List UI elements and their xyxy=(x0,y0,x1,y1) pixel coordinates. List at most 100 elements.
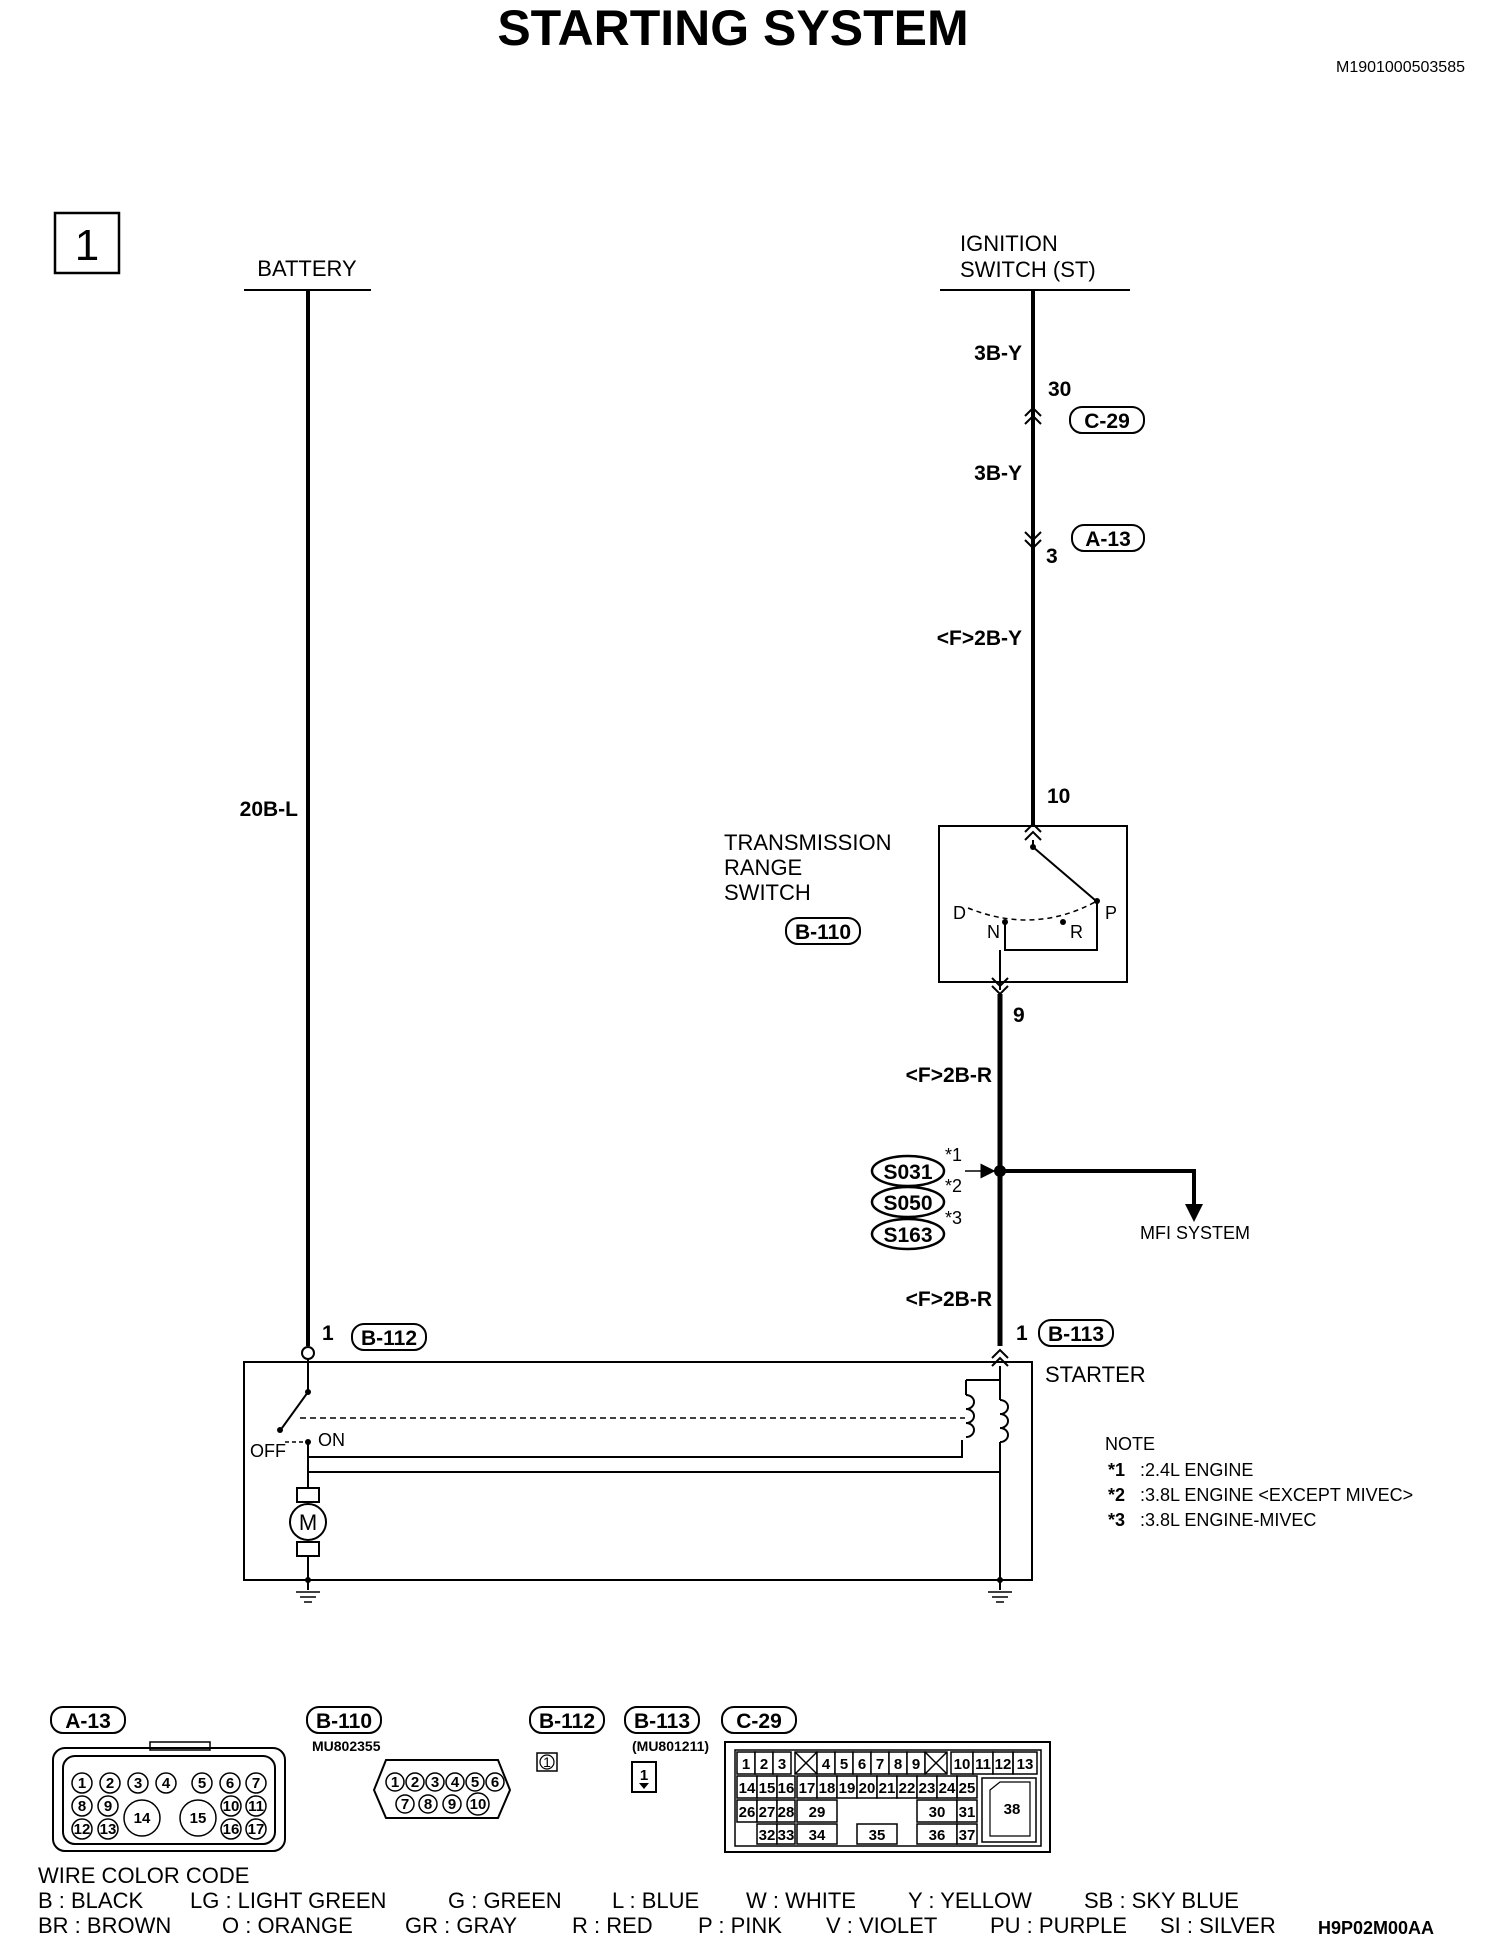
svg-text:24: 24 xyxy=(939,1780,956,1797)
b113-pin-number: 1 xyxy=(1016,1322,1028,1345)
b112-connector-label: B-112 xyxy=(361,1327,417,1350)
b112-connector-badge xyxy=(351,1323,427,1351)
svg-text:35: 35 xyxy=(869,1827,886,1844)
trs-label-line2: RANGE xyxy=(724,855,802,880)
svg-text:25: 25 xyxy=(959,1780,976,1797)
svg-text:12: 12 xyxy=(995,1756,1012,1773)
color-code-y: Y : YELLOW xyxy=(908,1888,1032,1913)
svg-text:36: 36 xyxy=(929,1827,946,1844)
ignition-label-line2: SWITCH (ST) xyxy=(960,257,1096,282)
color-code-b: B : BLACK xyxy=(38,1888,143,1913)
starter-label: STARTER xyxy=(1045,1362,1146,1387)
color-code-o: O : ORANGE xyxy=(222,1913,353,1938)
svg-text:4: 4 xyxy=(451,1774,460,1791)
ignition-label-line1: IGNITION xyxy=(960,231,1058,256)
svg-text:11: 11 xyxy=(975,1756,991,1773)
connector-view-a13-label: A-13 xyxy=(65,1710,111,1733)
svg-text:17: 17 xyxy=(799,1780,816,1797)
svg-text:3: 3 xyxy=(134,1775,142,1792)
starter-unit: M xyxy=(243,1346,1033,1583)
trs-output-pin-number: 9 xyxy=(1013,1004,1025,1027)
starter-wire-label: <F>2B-R xyxy=(906,1288,992,1311)
svg-text:32: 32 xyxy=(759,1827,776,1844)
color-code-gr: GR : GRAY xyxy=(405,1913,517,1938)
color-code-p: P : PINK xyxy=(698,1913,782,1938)
b113-part-number: (MU801211) xyxy=(632,1738,709,1754)
svg-text:1: 1 xyxy=(78,1775,86,1792)
trs-position-r: R xyxy=(1070,922,1083,942)
svg-text:1: 1 xyxy=(391,1774,399,1791)
svg-text:10: 10 xyxy=(470,1796,487,1813)
splice-s163: S163 xyxy=(883,1224,932,1247)
b110-connector-badge xyxy=(785,917,861,945)
ign-wire-label-2: 3B-Y xyxy=(974,462,1022,485)
ground-symbol-right xyxy=(988,1580,1012,1603)
a13-connector-badge xyxy=(1071,524,1145,552)
ground-symbol-left xyxy=(296,1580,320,1603)
splice-mark-1: *1 xyxy=(945,1145,962,1165)
svg-text:21: 21 xyxy=(879,1780,896,1797)
motor-symbol-label: M xyxy=(299,1510,317,1535)
connector-view-b112-label: B-112 xyxy=(539,1710,595,1733)
svg-text:17: 17 xyxy=(248,1821,265,1838)
color-code-w: W : WHITE xyxy=(746,1888,856,1913)
svg-text:9: 9 xyxy=(104,1798,112,1815)
connector-view-b113-label: B-113 xyxy=(634,1710,690,1733)
wire-color-code: WIRE COLOR CODE B : BLACK LG : LIGHT GRE… xyxy=(38,1863,1434,1938)
splice-mark-3: *3 xyxy=(945,1208,962,1228)
svg-text:10: 10 xyxy=(223,1798,240,1815)
svg-text:5: 5 xyxy=(840,1756,848,1773)
mfi-system-label: MFI SYSTEM xyxy=(1140,1223,1250,1243)
svg-text:2: 2 xyxy=(760,1756,768,1773)
c29-pin-number: 30 xyxy=(1048,378,1071,401)
svg-text:9: 9 xyxy=(448,1796,456,1813)
figure-code: H9P02M00AA xyxy=(1318,1918,1434,1938)
connector-view-b110: B-110 MU802355 1 2 3 4 5 6 7 8 9 10 xyxy=(306,1706,512,1819)
mfi-branch-wire xyxy=(1000,1169,1196,1208)
svg-text:16: 16 xyxy=(778,1780,795,1797)
note-text-3: :3.8L ENGINE-MIVEC xyxy=(1140,1510,1316,1530)
ign-wire-label-3: <F>2B-Y xyxy=(937,627,1022,650)
trs-position-d: D xyxy=(953,903,966,923)
svg-text:29: 29 xyxy=(809,1804,826,1821)
svg-text:15: 15 xyxy=(759,1780,776,1797)
svg-text:4: 4 xyxy=(822,1756,831,1773)
svg-text:5: 5 xyxy=(198,1775,206,1792)
trs-input-connector-symbol xyxy=(1024,822,1042,841)
svg-text:2: 2 xyxy=(411,1774,419,1791)
svg-text:23: 23 xyxy=(919,1780,936,1797)
a13-connector-label: A-13 xyxy=(1085,528,1131,551)
svg-text:6: 6 xyxy=(491,1774,499,1791)
color-code-v: V : VIOLET xyxy=(826,1913,937,1938)
b113-view-pin: 1 xyxy=(640,1767,648,1784)
splice-s050: S050 xyxy=(883,1192,932,1215)
svg-text:2: 2 xyxy=(106,1775,114,1792)
svg-text:19: 19 xyxy=(839,1780,856,1797)
note-title: NOTE xyxy=(1105,1434,1155,1454)
connector-view-b112: B-112 1 xyxy=(529,1706,605,1772)
svg-text:6: 6 xyxy=(858,1756,866,1773)
document-id: M1901000503585 xyxy=(1336,59,1465,76)
c29-connector-symbol xyxy=(1024,406,1042,425)
b112-view-pin: 1 xyxy=(543,1754,551,1770)
splice-mark-2: *2 xyxy=(945,1176,962,1196)
svg-text:15: 15 xyxy=(190,1810,207,1827)
color-code-l: L : BLUE xyxy=(612,1888,699,1913)
svg-text:37: 37 xyxy=(959,1827,976,1844)
trs-output-wire-label: <F>2B-R xyxy=(906,1064,992,1087)
b110-connector-label: B-110 xyxy=(795,921,851,944)
svg-text:13: 13 xyxy=(100,1821,117,1838)
connector-view-c29-label: C-29 xyxy=(736,1710,782,1733)
connector-view-a13: A-13 1 2 3 4 5 6 7 8 9 14 15 10 11 12 13… xyxy=(50,1706,286,1852)
svg-text:16: 16 xyxy=(223,1821,240,1838)
svg-text:20: 20 xyxy=(859,1780,876,1797)
note-text-2: :3.8L ENGINE <EXCEPT MIVEC> xyxy=(1140,1485,1413,1505)
battery-label: BATTERY xyxy=(257,256,357,281)
trs-position-n: N xyxy=(987,922,1000,942)
svg-text:5: 5 xyxy=(471,1774,479,1791)
b113-connector-badge xyxy=(1038,1319,1114,1347)
svg-text:7: 7 xyxy=(252,1775,260,1792)
note-mark-2: *2 xyxy=(1108,1485,1125,1505)
svg-text:18: 18 xyxy=(819,1780,836,1797)
color-code-si: SI : SILVER xyxy=(1160,1913,1276,1938)
